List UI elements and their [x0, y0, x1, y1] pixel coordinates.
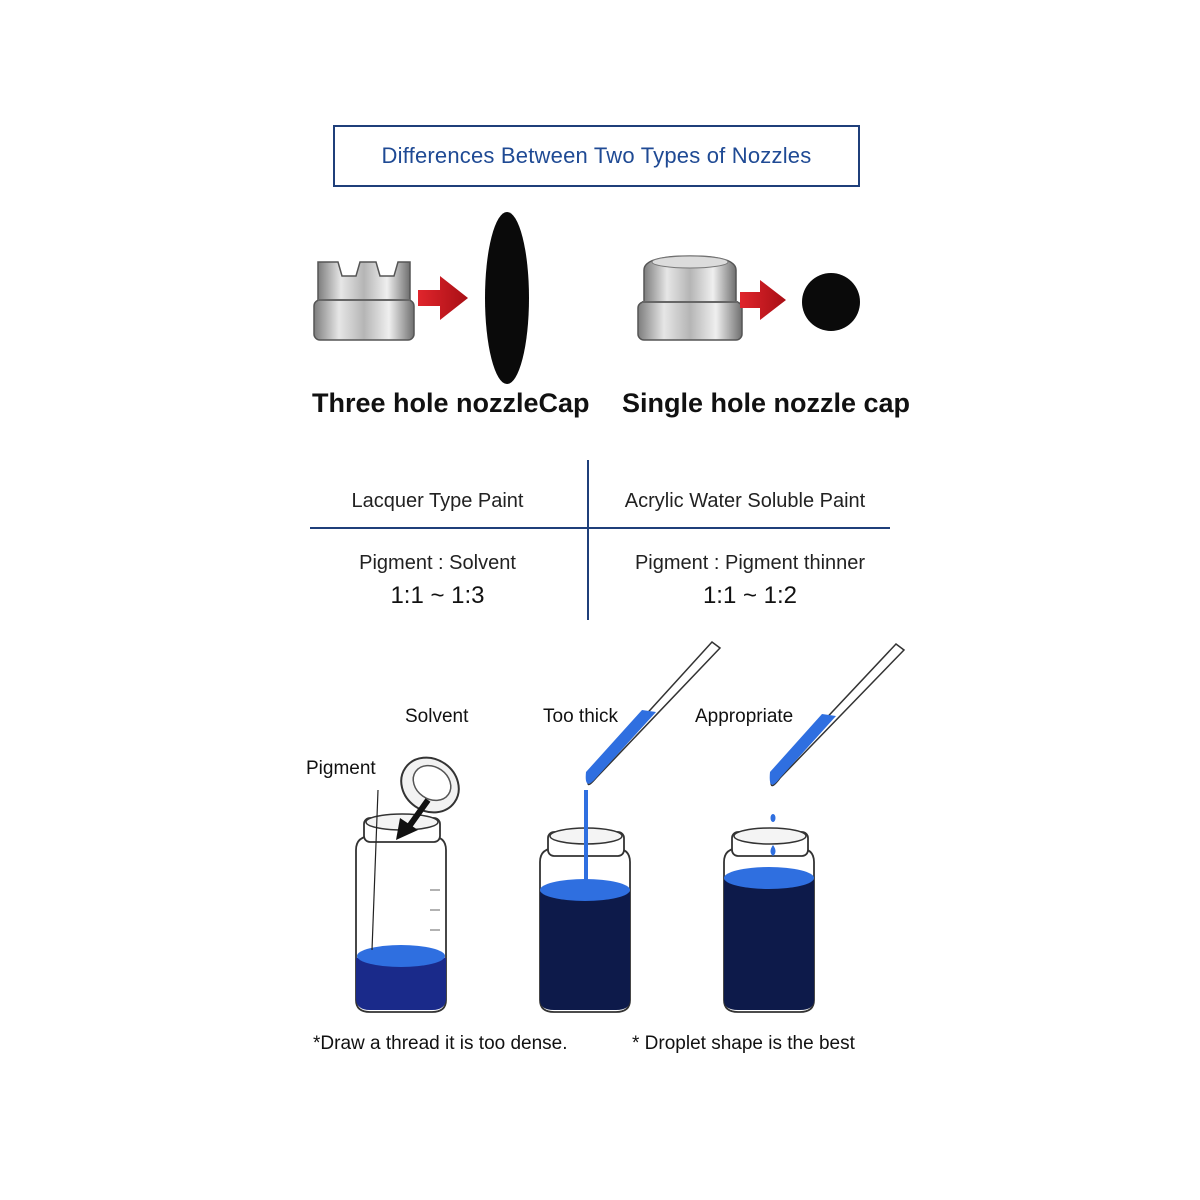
three-hole-nozzle-label: Three hole nozzleCap	[312, 388, 590, 418]
single-hole-nozzle-icon	[637, 255, 743, 341]
appropriate-jar-icon	[723, 814, 815, 1013]
ratio-value-acrylic: 1:1 ~ 1:2	[702, 582, 798, 609]
ratio-label-lacquer: Pigment : Solvent	[359, 552, 516, 574]
note-droplet-best: * Droplet shape is the best	[632, 1033, 855, 1054]
note-too-dense: *Draw a thread it is too dense.	[313, 1033, 568, 1054]
title-box: Differences Between Two Types of Nozzles	[333, 125, 860, 187]
appropriate-label: Appropriate	[695, 706, 794, 727]
too-thick-label: Too thick	[543, 706, 618, 727]
page-title: Differences Between Two Types of Nozzles	[381, 143, 812, 168]
stirring-stick-icon	[769, 642, 906, 787]
arrow-right-icon	[740, 280, 786, 320]
arrow-right-icon	[418, 276, 468, 320]
solvent-label: Solvent	[405, 706, 469, 727]
pigment-jar-icon	[355, 789, 447, 1013]
single-hole-nozzle-label: Single hole nozzle cap	[622, 388, 911, 418]
too-thick-jar-icon	[539, 790, 631, 1013]
pigment-label: Pigment	[306, 758, 376, 779]
circle-spray-pattern-icon	[802, 273, 860, 331]
solvent-cap-icon	[400, 756, 460, 814]
pour-arrow-icon	[396, 798, 431, 840]
three-hole-nozzle-icon	[313, 261, 415, 341]
ratio-value-lacquer: 1:1 ~ 1:3	[390, 582, 485, 609]
table-header-acrylic: Acrylic Water Soluble Paint	[624, 490, 866, 512]
stirring-stick-icon	[585, 640, 722, 786]
ellipse-spray-pattern-icon	[485, 212, 529, 384]
table-header-lacquer: Lacquer Type Paint	[351, 490, 524, 512]
ratio-label-acrylic: Pigment : Pigment thinner	[634, 552, 866, 574]
